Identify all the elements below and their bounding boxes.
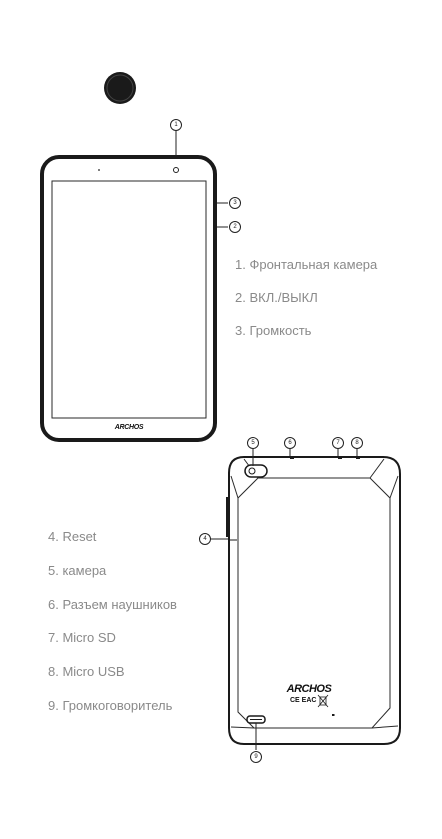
camera-lens-icon [104, 72, 136, 104]
callout-4: 4 [199, 533, 211, 545]
label-reset: 4. Reset [48, 529, 96, 545]
callout-6: 6 [284, 437, 296, 449]
volume-button-shape [213, 190, 217, 216]
label-front-camera: 1. Фронтальная камера [235, 257, 377, 273]
callout-5: 5 [247, 437, 259, 449]
callout-8: 8 [351, 437, 363, 449]
callout-9: 9 [250, 751, 262, 763]
label-rear-camera: 5. камера [48, 563, 106, 579]
callout-3: 3 [229, 197, 241, 209]
label-micro-sd: 7. Micro SD [48, 630, 116, 646]
callout-2: 2 [229, 221, 241, 233]
power-button-shape [213, 221, 217, 235]
certification-marks: CE EAC [290, 697, 320, 704]
label-micro-usb: 8. Micro USB [48, 664, 125, 680]
label-headphone-jack: 6. Разъем наушников [48, 597, 177, 613]
rear-camera-icon [245, 465, 267, 477]
callout-7: 7 [332, 437, 344, 449]
front-brand-logo: ARCHOS [112, 424, 146, 431]
label-speaker: 9. Громкоговоритель [48, 698, 172, 714]
front-screen [52, 181, 206, 418]
back-brand-logo: ARCHOS [284, 683, 334, 695]
label-power: 2. ВКЛ./ВЫКЛ [235, 290, 318, 306]
label-volume: 3. Громкость [235, 323, 311, 339]
callout-1: 1 [170, 119, 182, 131]
